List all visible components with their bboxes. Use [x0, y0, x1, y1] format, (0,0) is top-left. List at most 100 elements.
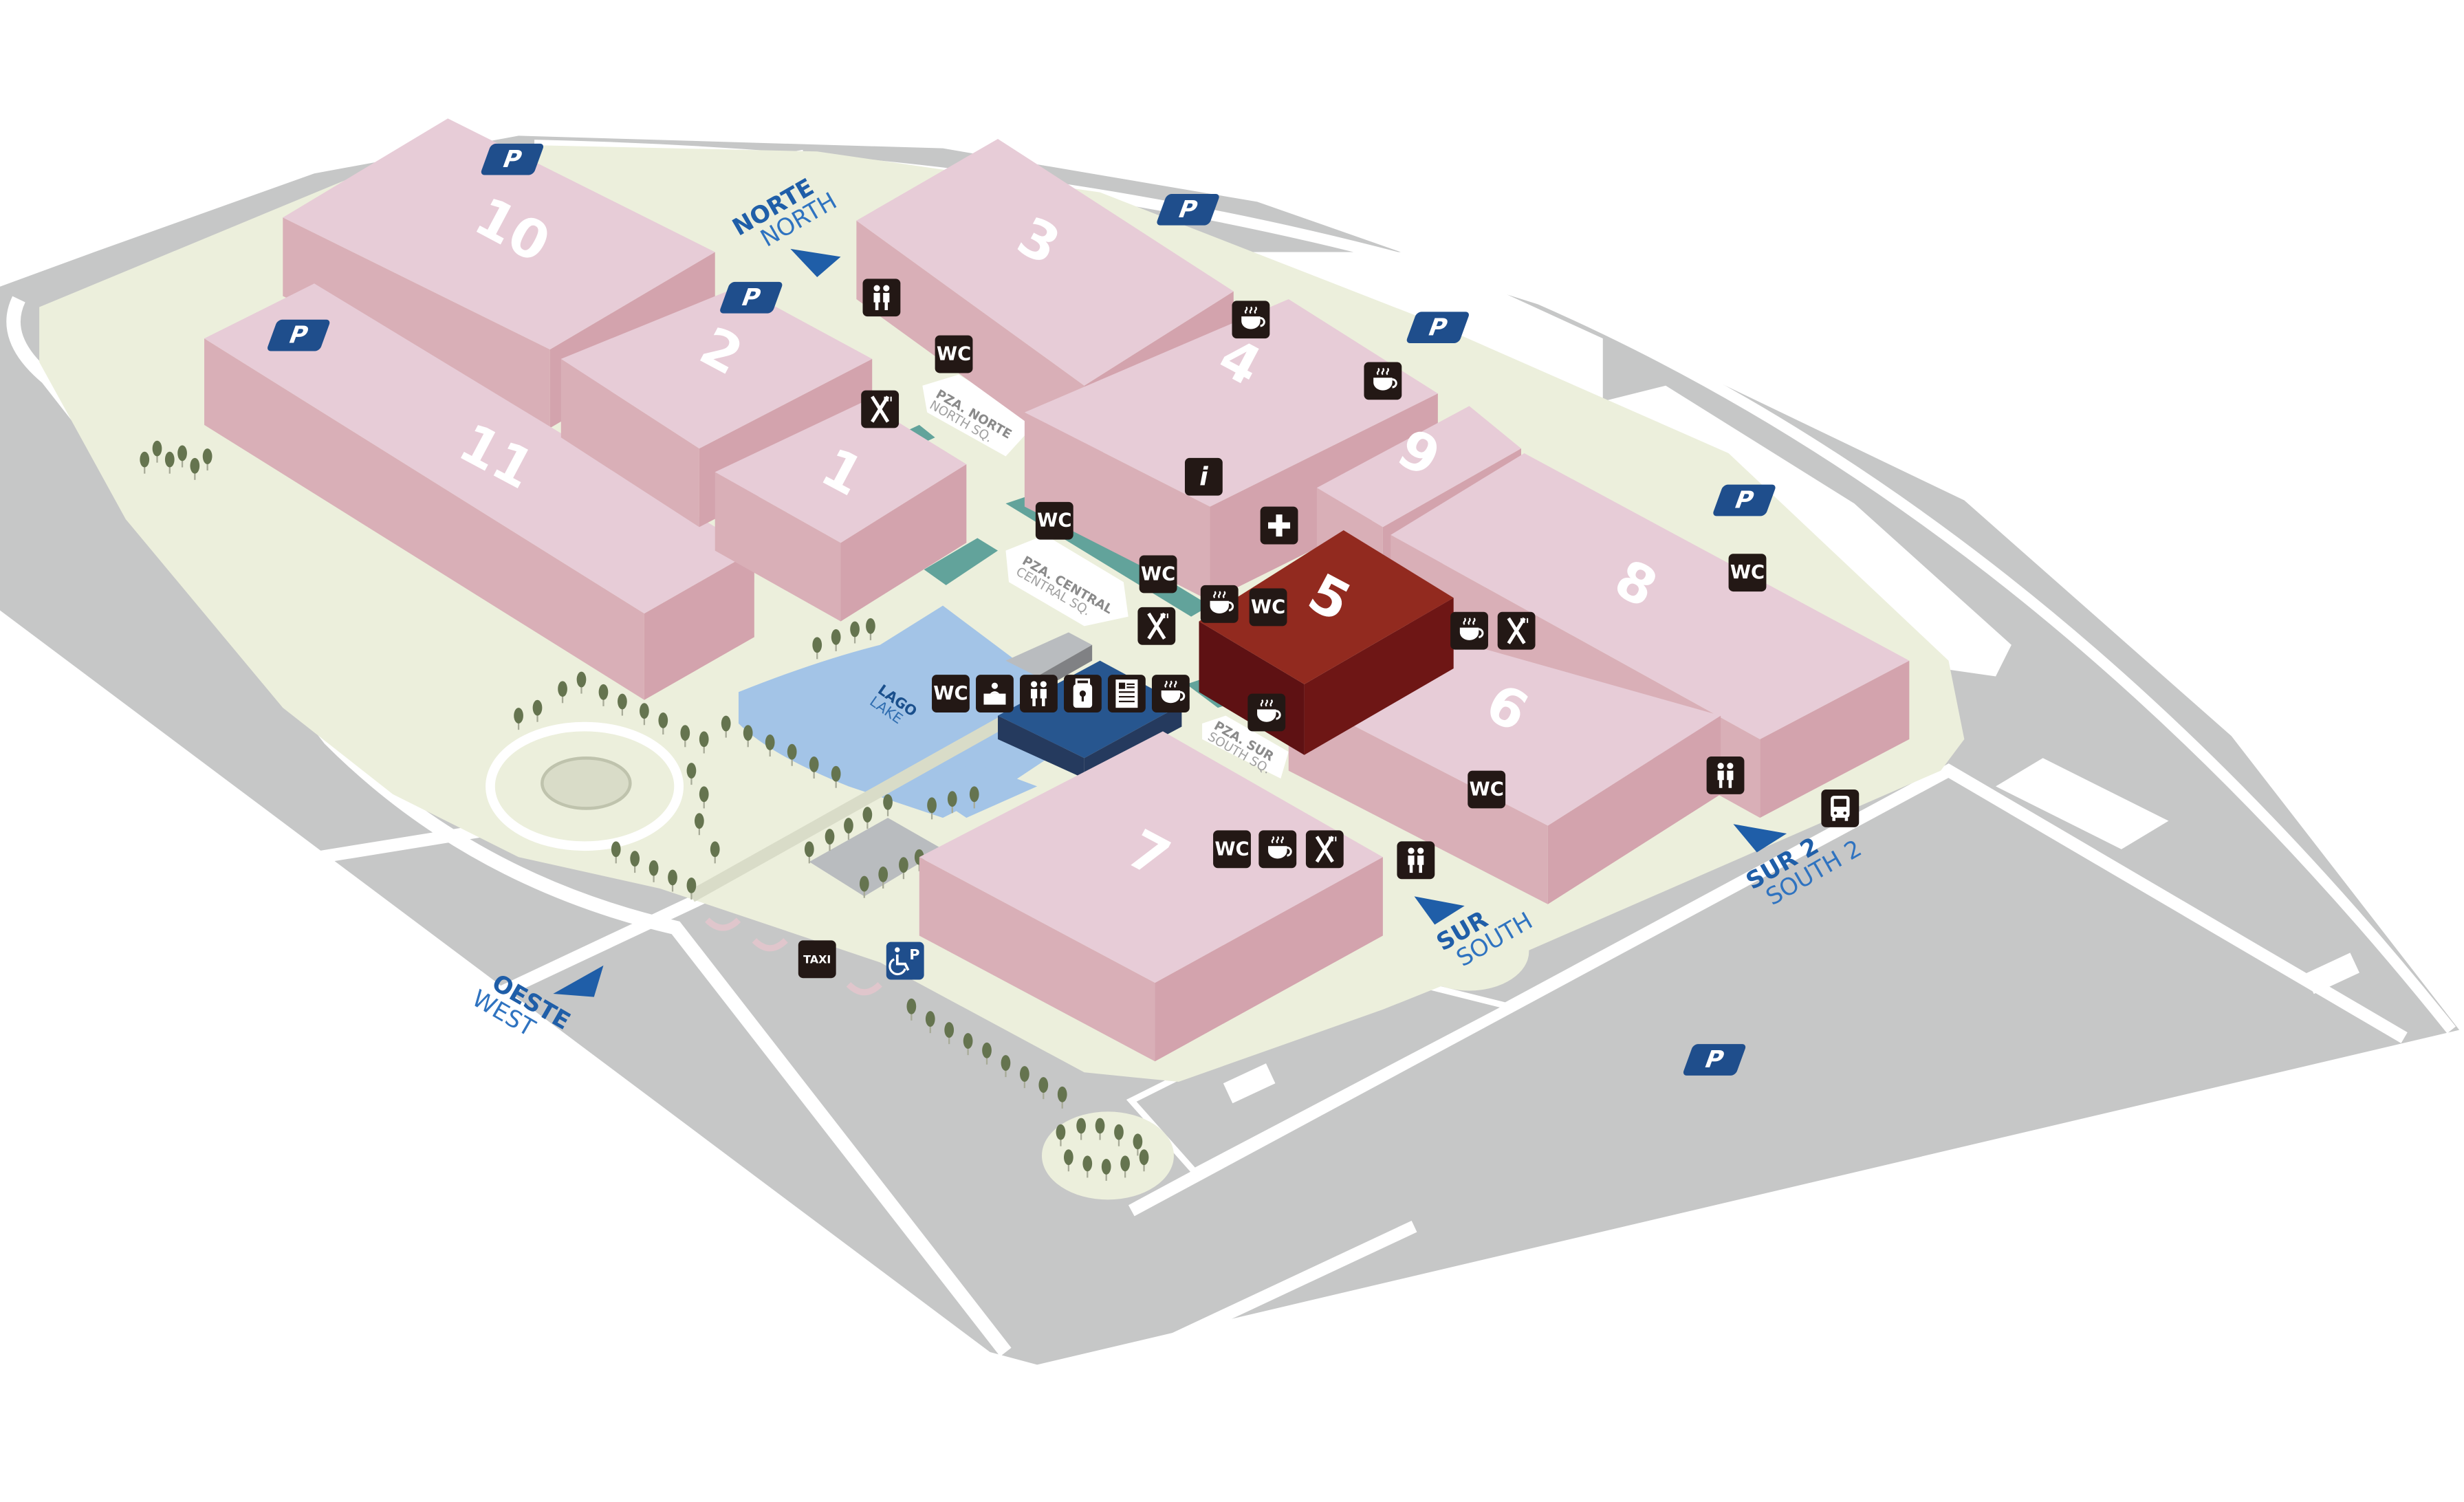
wc-icon[interactable]: WC [1728, 554, 1767, 592]
icon-label: WC [1470, 779, 1504, 800]
coffee-icon[interactable] [1258, 830, 1297, 869]
coffee-icon[interactable] [1200, 585, 1239, 623]
parking-icon [481, 143, 544, 175]
tree [598, 684, 609, 700]
hall-roof [856, 138, 1234, 386]
info-icon[interactable]: i [1184, 457, 1223, 496]
parking-icon [268, 319, 330, 351]
coffee-icon[interactable] [1247, 693, 1286, 732]
icon-label: i [1199, 462, 1208, 492]
tree [1114, 1124, 1124, 1140]
first-aid-icon[interactable] [1260, 506, 1298, 545]
hall-11[interactable]: 11 [204, 283, 754, 700]
tree [963, 1033, 973, 1049]
hall-7[interactable]: 7 [919, 731, 1383, 1062]
hall-roof [1391, 453, 1910, 739]
parking-marker[interactable]: P [480, 143, 545, 175]
restaurant-icon[interactable] [861, 390, 900, 428]
wc-icon[interactable]: WC [1468, 770, 1506, 809]
hall-1[interactable]: 1 [715, 401, 967, 622]
tree [618, 693, 627, 710]
parking-icon [1713, 484, 1776, 516]
coffee-icon[interactable] [1364, 362, 1402, 400]
coffee-icon[interactable] [1232, 301, 1270, 339]
wc-icon[interactable]: WC [1035, 501, 1073, 540]
tree [532, 699, 543, 716]
tree [804, 841, 814, 858]
tree [925, 1011, 935, 1027]
tree [1095, 1118, 1105, 1134]
icon-background [1468, 770, 1506, 809]
parking-icon [1683, 1044, 1746, 1076]
accessible-parking-icon[interactable]: P [886, 942, 924, 980]
icon-background [1035, 501, 1073, 540]
taxi-icon[interactable]: TAXI [798, 940, 836, 979]
parking-marker[interactable]: P [1155, 193, 1220, 226]
entrance-arrow-icon [1414, 896, 1465, 925]
press-glyph [1115, 678, 1139, 709]
press-office-icon[interactable] [1107, 675, 1146, 713]
tree [699, 731, 709, 748]
tree [686, 763, 697, 779]
tree [668, 869, 677, 886]
icon-background [1706, 756, 1745, 794]
icon-label: WC [1730, 562, 1765, 583]
walkway-bridge-top [1005, 632, 1093, 677]
icon-background [1139, 555, 1177, 594]
meeting-point-icon[interactable] [1397, 841, 1435, 880]
tree [906, 998, 917, 1014]
wc-icon[interactable]: WC [932, 675, 970, 713]
tree [721, 715, 731, 732]
tree [831, 629, 841, 645]
restaurant-icon[interactable] [1137, 607, 1176, 645]
walkway [924, 538, 999, 585]
tree [164, 451, 175, 468]
luggage-locker-icon[interactable] [1063, 675, 1102, 713]
parking-marker[interactable]: P [266, 319, 331, 351]
icon-background [935, 335, 973, 373]
coffee-icon[interactable] [1450, 611, 1488, 650]
entrance-arrow-icon [553, 965, 604, 997]
central-square [1005, 534, 1129, 627]
tree [1139, 1149, 1149, 1166]
bus-glyph [1831, 796, 1850, 821]
icon-label: TAXI [803, 953, 831, 966]
icon-background [1213, 830, 1251, 869]
tree [1020, 1066, 1029, 1082]
bus-icon[interactable] [1821, 789, 1860, 827]
parking-marker[interactable]: P [1682, 1044, 1747, 1076]
hall-left-face [560, 358, 699, 527]
tree [152, 440, 162, 457]
icon-label: WC [1214, 838, 1249, 860]
tree [850, 621, 860, 638]
parking-marker[interactable]: P [719, 281, 783, 314]
tree [648, 860, 659, 876]
wc-icon[interactable]: WC [935, 335, 973, 373]
hall-roof [919, 731, 1383, 983]
meeting-point-icon[interactable] [862, 279, 901, 317]
hall-left-face [1024, 412, 1210, 601]
parking-marker[interactable]: P [1406, 312, 1470, 344]
locker-glyph [1072, 678, 1093, 709]
parking-marker[interactable]: P [1712, 484, 1776, 516]
tree [1001, 1055, 1011, 1071]
tree [140, 451, 150, 468]
meeting-point-icon[interactable] [1706, 756, 1745, 794]
south-island [1042, 1111, 1174, 1200]
tree [866, 618, 875, 634]
parking-markers: P P P P P P P [266, 143, 1776, 1076]
wc-icon[interactable]: WC [1249, 588, 1287, 627]
tree [710, 841, 720, 858]
hall-right-face [840, 464, 967, 622]
wc-icon[interactable]: WC [1213, 830, 1251, 869]
restaurant-icon[interactable] [1497, 611, 1536, 650]
wc-icon[interactable]: WC [1139, 555, 1177, 594]
tree [825, 829, 835, 845]
restaurant-icon[interactable] [1305, 830, 1344, 869]
tree [1038, 1077, 1049, 1093]
reception-icon[interactable] [976, 675, 1014, 713]
hall-left-face [919, 857, 1155, 1062]
south-square [1202, 715, 1289, 779]
coffee-icon[interactable] [1151, 675, 1190, 713]
meeting-point-icon[interactable] [1020, 675, 1058, 713]
